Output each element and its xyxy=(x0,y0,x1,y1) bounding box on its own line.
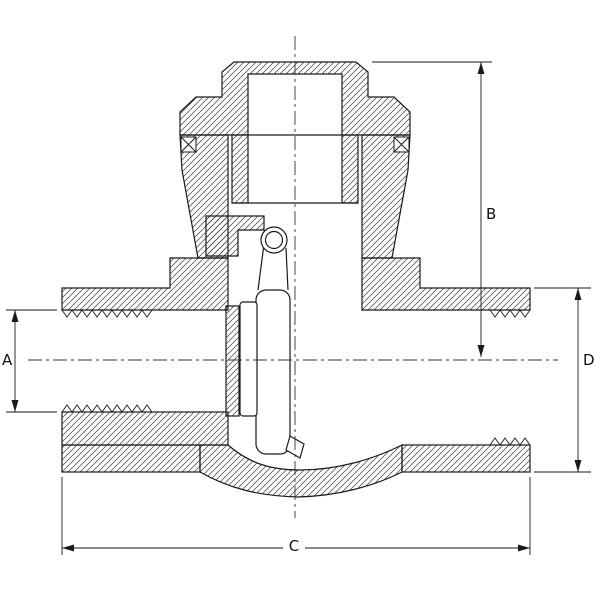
left-bore-thread-top xyxy=(61,309,153,318)
arrowhead-down-icon xyxy=(574,460,582,472)
disc-assembly xyxy=(239,226,305,459)
right-bore-thread-top xyxy=(489,309,531,318)
plug-wall-right xyxy=(341,134,359,204)
dimension-c: C xyxy=(61,477,531,555)
body-left-lower-band xyxy=(61,444,201,473)
o-ring-right xyxy=(393,136,410,153)
centerlines xyxy=(28,36,558,518)
arrowhead-up-icon xyxy=(11,310,19,322)
o-ring-left xyxy=(180,136,197,153)
dimension-label-a: A xyxy=(2,351,13,369)
hinge-arm xyxy=(257,243,289,291)
thread-profiles xyxy=(61,309,531,446)
dimension-label-c: C xyxy=(289,537,299,555)
bonnet-cap xyxy=(179,61,411,204)
body-left-top-wall xyxy=(61,257,229,311)
body-left-bottom-wall xyxy=(61,411,229,446)
dimension-d: D xyxy=(534,287,595,473)
arrowhead-down-icon xyxy=(11,400,19,412)
dimension-label-b: B xyxy=(486,205,496,223)
arrowhead-down-icon xyxy=(477,345,485,357)
hinge-pin-inner xyxy=(264,230,284,250)
disc-plate xyxy=(239,301,258,417)
body-right-bottom-wall xyxy=(401,444,531,473)
arrowhead-left-icon xyxy=(62,544,74,552)
right-bore-thread-bottom xyxy=(489,437,531,446)
arrowhead-up-icon xyxy=(477,62,485,74)
cap-hex-flange xyxy=(179,61,411,136)
arrowhead-right-icon xyxy=(518,544,530,552)
hinge-bracket xyxy=(205,215,265,257)
disc-holder xyxy=(255,289,291,455)
o-rings xyxy=(180,136,410,153)
body-right-top-wall xyxy=(361,257,531,311)
arrowhead-up-icon xyxy=(574,288,582,300)
bonnet-neck-right-wall xyxy=(361,134,411,259)
dimension-a: A xyxy=(2,309,57,413)
left-bore-thread-bottom xyxy=(61,404,153,413)
valve-seat xyxy=(225,305,240,417)
dimension-b: B xyxy=(372,61,496,357)
dimension-label-d: D xyxy=(583,351,595,369)
plug-wall-left xyxy=(231,134,249,204)
body-bottom-bowl xyxy=(199,444,403,498)
